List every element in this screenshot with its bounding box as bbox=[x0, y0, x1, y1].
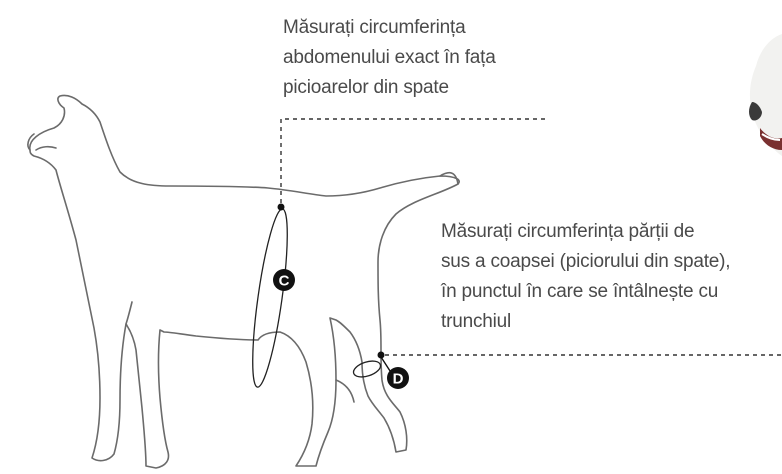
abdomen-callout-line: Măsurați circumferința bbox=[283, 13, 496, 43]
abdomen-measure-ellipse bbox=[246, 207, 295, 389]
measurement-d: D bbox=[352, 352, 782, 390]
marker-c-label: C bbox=[279, 273, 290, 290]
thigh-callout-line: Măsurați circumferința părții de bbox=[441, 217, 730, 247]
abdomen-callout-line: picioarelor din spate bbox=[283, 73, 496, 103]
dog-photo-icon bbox=[749, 34, 782, 156]
thigh-callout: Măsurați circumferința părții de sus a c… bbox=[441, 217, 730, 337]
thigh-measure-ellipse bbox=[352, 358, 383, 380]
marker-d-label: D bbox=[393, 371, 404, 388]
abdomen-callout-line: abdomenului exact în fața bbox=[283, 43, 496, 73]
dog-outline-icon bbox=[28, 95, 459, 468]
abdomen-leader-line bbox=[281, 119, 549, 203]
abdomen-callout: Măsurați circumferința abdomenului exact… bbox=[283, 13, 496, 103]
abdomen-leader-dot bbox=[278, 204, 285, 211]
thigh-callout-line: trunchiul bbox=[441, 307, 730, 337]
thigh-callout-line: în punctul în care se întâlnește cu bbox=[441, 277, 730, 307]
thigh-callout-line: sus a coapsei (piciorului din spate), bbox=[441, 247, 730, 277]
